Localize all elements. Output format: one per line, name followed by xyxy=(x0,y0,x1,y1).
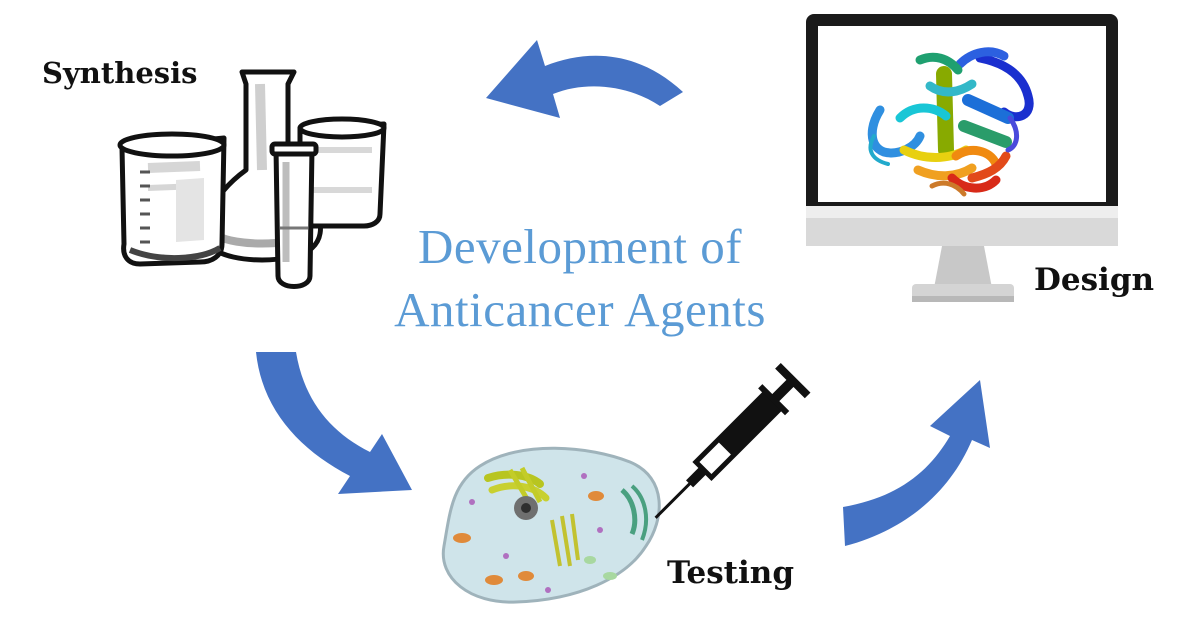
diagram-title: Development of Anticancer Agents xyxy=(330,215,830,341)
cell-icon xyxy=(441,446,661,604)
synthesis-label: Synthesis xyxy=(42,56,198,90)
arrow-synthesis-to-testing xyxy=(256,352,412,494)
title-line-2: Anticancer Agents xyxy=(394,282,766,337)
cycle-arrows xyxy=(256,40,990,546)
arrow-testing-to-design xyxy=(843,380,990,546)
syringe-icon xyxy=(654,362,811,519)
design-label: Design xyxy=(1034,262,1155,298)
lab-glassware-icon xyxy=(117,69,387,289)
arrow-design-to-synthesis xyxy=(486,40,683,118)
title-line-1: Development of xyxy=(417,219,743,274)
testing-label: Testing xyxy=(667,555,794,591)
protein-structure-icon xyxy=(867,47,1034,197)
computer-monitor-protein-icon xyxy=(806,14,1118,302)
